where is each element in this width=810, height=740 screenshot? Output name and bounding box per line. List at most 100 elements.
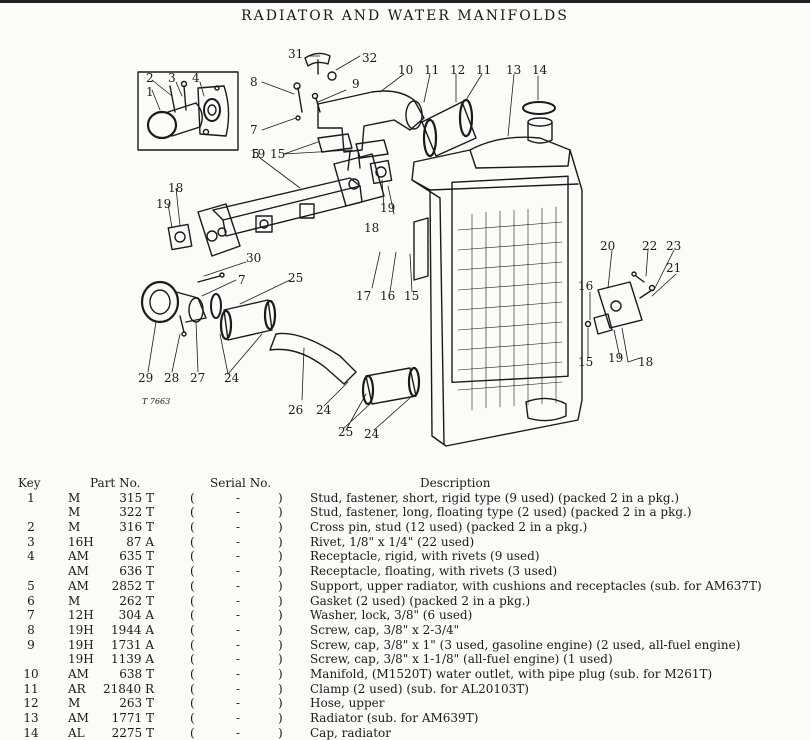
callout: 26 <box>288 403 303 417</box>
callout: 19 <box>250 147 265 161</box>
callout: 23 <box>666 239 681 253</box>
cell-open: ( <box>190 637 195 652</box>
callout: 17 <box>356 289 371 303</box>
callout: 19 <box>156 197 171 211</box>
cell-open: ( <box>190 534 195 549</box>
callout: 1 <box>146 85 154 99</box>
cell-serial: - <box>235 622 241 637</box>
cell-key: 10 <box>23 666 39 681</box>
cell-open: ( <box>190 652 195 667</box>
callout: 18 <box>638 355 653 369</box>
cell-close: ) <box>278 637 283 652</box>
cell-number: 635 T <box>119 549 154 564</box>
cell-desc: Rivet, 1/8" x 1/4" (22 used) <box>310 534 475 549</box>
cell-number: 2852 T <box>111 578 154 593</box>
cell-serial: - <box>235 564 241 579</box>
cell-key: 2 <box>27 520 35 535</box>
cell-desc: Manifold, (M1520T) water outlet, with pi… <box>310 666 713 681</box>
callout: 2 <box>146 71 154 85</box>
callout: 19 <box>608 351 623 365</box>
callout: 4 <box>192 71 200 85</box>
cell-key: 4 <box>27 549 35 564</box>
cell-prefix: AM <box>68 564 89 579</box>
cell-open: ( <box>190 578 195 593</box>
cell-desc: Hose, upper <box>310 696 385 711</box>
table-header: Key Part No. Serial No. Description <box>0 476 810 491</box>
upper-support-bar <box>212 177 361 221</box>
callout: 32 <box>362 51 377 65</box>
top-rule <box>0 0 810 3</box>
callout: 30 <box>246 251 261 265</box>
receptacle-part <box>197 85 230 137</box>
cell-serial: - <box>235 681 241 696</box>
cell-open: ( <box>190 549 195 564</box>
cell-number: 316 T <box>119 520 154 535</box>
cell-number: 21840 R <box>102 681 154 696</box>
cell-desc: Screw, cap, 3/8" x 1-1/8" (all-fuel engi… <box>310 652 613 667</box>
callout: 18 <box>364 221 379 235</box>
cell-open: ( <box>190 711 195 725</box>
cell-key: 12 <box>23 696 39 711</box>
water-inlet-flange <box>140 280 180 324</box>
cell-serial: - <box>235 578 241 593</box>
cell-prefix: M <box>68 520 81 535</box>
cell-desc: Support, upper radiator, with cushions a… <box>310 578 762 593</box>
cell-number: 87 A <box>126 534 154 549</box>
cell-desc: Washer, lock, 3/8" (6 used) <box>310 608 473 623</box>
cell-close: ) <box>278 505 283 520</box>
callout: 25 <box>338 425 353 439</box>
callout: 15 <box>404 289 419 303</box>
cell-key: 7 <box>27 608 35 623</box>
cell-number: 262 T <box>119 593 154 608</box>
cell-prefix: AM <box>68 578 89 593</box>
cell-close: ) <box>278 534 283 549</box>
cell-serial: - <box>235 549 241 564</box>
callout: 19 <box>380 201 395 215</box>
cell-open: ( <box>190 666 195 681</box>
cell-desc: Screw, cap, 3/8" x 2-3/4" <box>310 622 460 637</box>
cell-number: 263 T <box>119 696 154 711</box>
cell-number: 304 A <box>118 608 154 623</box>
cell-desc: Receptacle, rigid, with rivets (9 used) <box>310 549 540 564</box>
gasket <box>317 133 353 153</box>
cell-prefix: M <box>68 505 81 520</box>
callout: 11 <box>424 63 439 77</box>
callout: 14 <box>532 63 548 77</box>
cell-key: 1 <box>27 490 35 505</box>
callout: 8 <box>250 75 258 89</box>
cell-open: ( <box>190 696 195 711</box>
cell-desc: Cross pin, stud (12 used) (packed 2 in a… <box>310 520 588 535</box>
cell-open: ( <box>190 681 195 696</box>
cell-close: ) <box>278 622 283 637</box>
cell-prefix: 19H <box>68 637 94 652</box>
cell-close: ) <box>278 520 283 535</box>
cell-prefix: M <box>68 593 81 608</box>
cell-desc: Stud, fastener, long, floating type (2 u… <box>310 505 692 520</box>
callout: 18 <box>168 181 183 195</box>
cell-prefix: 19H <box>68 652 94 667</box>
callout: 24 <box>224 371 240 385</box>
cell-prefix: 16H <box>68 534 94 549</box>
callout: 22 <box>642 239 657 253</box>
cell-number: 638 T <box>119 666 154 681</box>
cell-number: 1139 A <box>110 652 154 667</box>
callout: 16 <box>380 289 395 303</box>
cell-close: ) <box>278 549 283 564</box>
cell-desc: Screw, cap, 3/8" x 1" (3 used, gasoline … <box>310 637 741 652</box>
cell-number: 1771 T <box>111 711 154 725</box>
cell-desc: Gasket (2 used) (packed 2 in a pkg.) <box>310 593 531 608</box>
cell-number: 1731 A <box>110 637 154 652</box>
callout: 10 <box>398 63 413 77</box>
water-manifold <box>317 90 425 153</box>
cell-desc: Radiator (sub. for AM639T) <box>310 711 479 725</box>
callout: 5 <box>252 147 260 161</box>
callout: 31 <box>288 47 303 61</box>
